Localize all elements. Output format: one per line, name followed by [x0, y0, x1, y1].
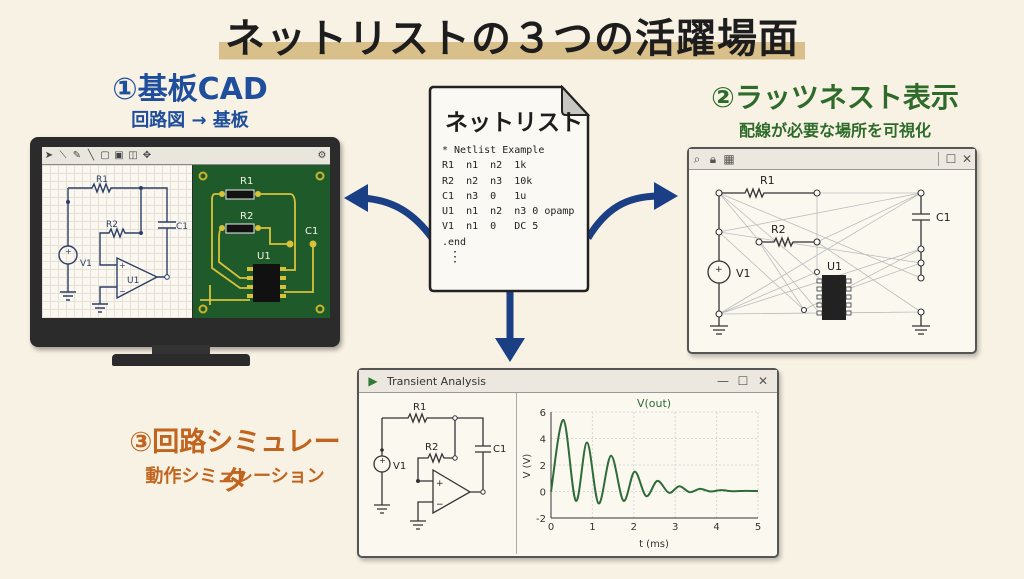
x-tick-label: 4 — [713, 522, 719, 533]
ratsnest-label-r2: R2 — [771, 223, 786, 236]
netlist-line: R2 n2 n3 10k — [442, 175, 533, 187]
close-button[interactable]: ✕ — [757, 374, 769, 388]
label-c1: C1 — [176, 222, 188, 232]
arrowhead-right — [654, 182, 678, 210]
y-tick-label: 2 — [540, 461, 546, 472]
ratsnest-titlebar: ⌕ 🔒︎ ▦ ☐ ✕ — [689, 149, 975, 170]
pointer-icon[interactable]: ➤ — [44, 150, 54, 161]
label-r1: R1 — [96, 175, 108, 185]
settings-icon[interactable]: ⚙ — [317, 150, 327, 161]
x-tick-label: 5 — [755, 522, 761, 533]
cad-toolbar: ➤ ⟍ ✎ ╲ ▢ ▣ ◫ ✥ ⚙ — [42, 147, 330, 165]
x-tick-label: 0 — [548, 522, 554, 533]
minimize-button[interactable]: — — [717, 374, 729, 388]
y-axis-label: V (V) — [522, 454, 533, 479]
y-tick-label: 4 — [540, 435, 546, 446]
page-title-text: ネットリストの３つの活躍場面 — [219, 6, 805, 64]
ratsnest-label-c1: C1 — [936, 211, 951, 224]
arrowhead-down — [495, 338, 525, 362]
sim-opamp-plus: + — [436, 479, 444, 489]
vout-series-line — [550, 418, 759, 505]
part-icon[interactable]: ◫ — [128, 150, 138, 161]
cad-schematic: R1 R2 C1 V1 U1 + + − — [58, 175, 188, 313]
maximize-button[interactable]: ☐ — [737, 374, 749, 388]
pcb-label-r2: R2 — [240, 211, 253, 222]
search-icon[interactable]: ⌕ — [693, 151, 701, 166]
pcb-label-r1: R1 — [240, 176, 253, 187]
netlist-ellipsis: ⋮ — [448, 249, 462, 266]
pane-divider — [516, 393, 517, 554]
x-axis-label: t (ms) — [639, 539, 669, 550]
label-opamp-minus: − — [119, 287, 126, 296]
ratsnest-label-u1: U1 — [827, 260, 842, 273]
label-v1: V1 — [80, 259, 92, 269]
netlist-line: U1 n1 n2 n3 0 opamp — [442, 206, 575, 218]
simulation-titlebar: ▶ Transient Analysis — ☐ ✕ — [359, 370, 777, 393]
netlist-line: C1 n3 0 1u — [442, 190, 527, 202]
sim-schematic: R1 R2 C1 V1 + + − — [373, 402, 506, 530]
simulation-window: ▶ Transient Analysis — ☐ ✕ — [357, 368, 779, 558]
label-plus: + — [65, 247, 72, 256]
maximize-button[interactable]: ☐ — [938, 152, 959, 166]
section1-heading: ①基板CAD — [112, 72, 268, 107]
netlist-lines: * Netlist Example R1 n1 n2 1k R2 n2 n3 10k… — [442, 143, 574, 266]
label-r2: R2 — [106, 220, 118, 230]
sim-label-plus: + — [379, 456, 386, 465]
line-icon[interactable]: ╲ — [87, 150, 95, 161]
y-tick-label: 0 — [540, 488, 546, 499]
section3-heading: ③回路シミュレータ — [129, 427, 341, 497]
ratsnest-label-v1: V1 — [736, 267, 751, 280]
sim-opamp-minus: − — [436, 500, 444, 510]
section3-subheading: 動作シミュレーション — [145, 466, 325, 487]
move-icon[interactable]: ✥ — [142, 150, 152, 161]
ratsnest-diagram: R1 R2 C1 U1 V1 + — [707, 174, 951, 335]
x-tick-label: 3 — [672, 522, 678, 533]
netlist-line: * Netlist Example — [442, 145, 545, 156]
u1-chip — [822, 275, 846, 320]
sim-label-c1: C1 — [493, 444, 506, 455]
close-button[interactable]: ✕ — [961, 152, 973, 166]
probe-icon[interactable]: ✎ — [72, 150, 82, 161]
y-tick-label: 6 — [540, 408, 546, 419]
netlist-heading: ネットリスト — [445, 110, 583, 136]
pcb-layout: R1 R2 C1 U1 — [193, 165, 330, 318]
play-icon[interactable]: ▶ — [368, 374, 378, 388]
x-tick-label: 2 — [631, 522, 637, 533]
rect-icon[interactable]: ▢ — [100, 150, 110, 161]
section2-heading: ②ラッツネスト表示 — [711, 81, 959, 114]
sim-label-r1: R1 — [413, 402, 426, 413]
netlist-line: R1 n1 n2 1k — [442, 160, 527, 172]
section2-subheading: 配線が必要な場所を可視化 — [738, 121, 931, 140]
netlist-document: ネットリスト * Netlist Example R1 n1 n2 1k R2 n2… — [427, 85, 591, 293]
page-title: ネットリストの３つの活躍場面 — [0, 6, 1024, 64]
calendar-icon[interactable]: ▦ — [723, 152, 735, 166]
lock-icon[interactable]: 🔒︎ — [709, 151, 717, 166]
arrowhead-left — [344, 184, 368, 212]
arrow-to-cad — [361, 194, 435, 241]
x-tick-label: 1 — [589, 522, 595, 533]
monitor-stand — [112, 354, 250, 366]
netlist-line: .end — [442, 236, 467, 248]
section1-subheading: 回路図 → 基板 — [131, 110, 249, 131]
sim-label-r2: R2 — [425, 442, 438, 453]
chart-axes — [550, 412, 758, 519]
ratsnest-label-r1: R1 — [760, 174, 775, 187]
label-u1: U1 — [127, 276, 139, 286]
ratsnest-label-plus: + — [715, 265, 723, 275]
arrow-to-ratsnest — [585, 192, 661, 240]
netlist-line: V1 n1 0 DC 5 — [442, 221, 539, 233]
label-opamp-plus: + — [119, 261, 126, 270]
sim-label-v1: V1 — [393, 461, 406, 472]
window-title: Transient Analysis — [387, 374, 486, 388]
chart-title: V(out) — [637, 397, 671, 410]
document-shape — [428, 85, 591, 293]
pcb-label-c1: C1 — [305, 226, 318, 237]
y-tick-label: -2 — [536, 514, 546, 525]
pcb-label-u1: U1 — [257, 251, 271, 262]
wire-icon[interactable]: ⟍ — [59, 150, 67, 161]
chart-grid — [550, 411, 759, 519]
component-icon[interactable]: ▣ — [114, 150, 124, 161]
